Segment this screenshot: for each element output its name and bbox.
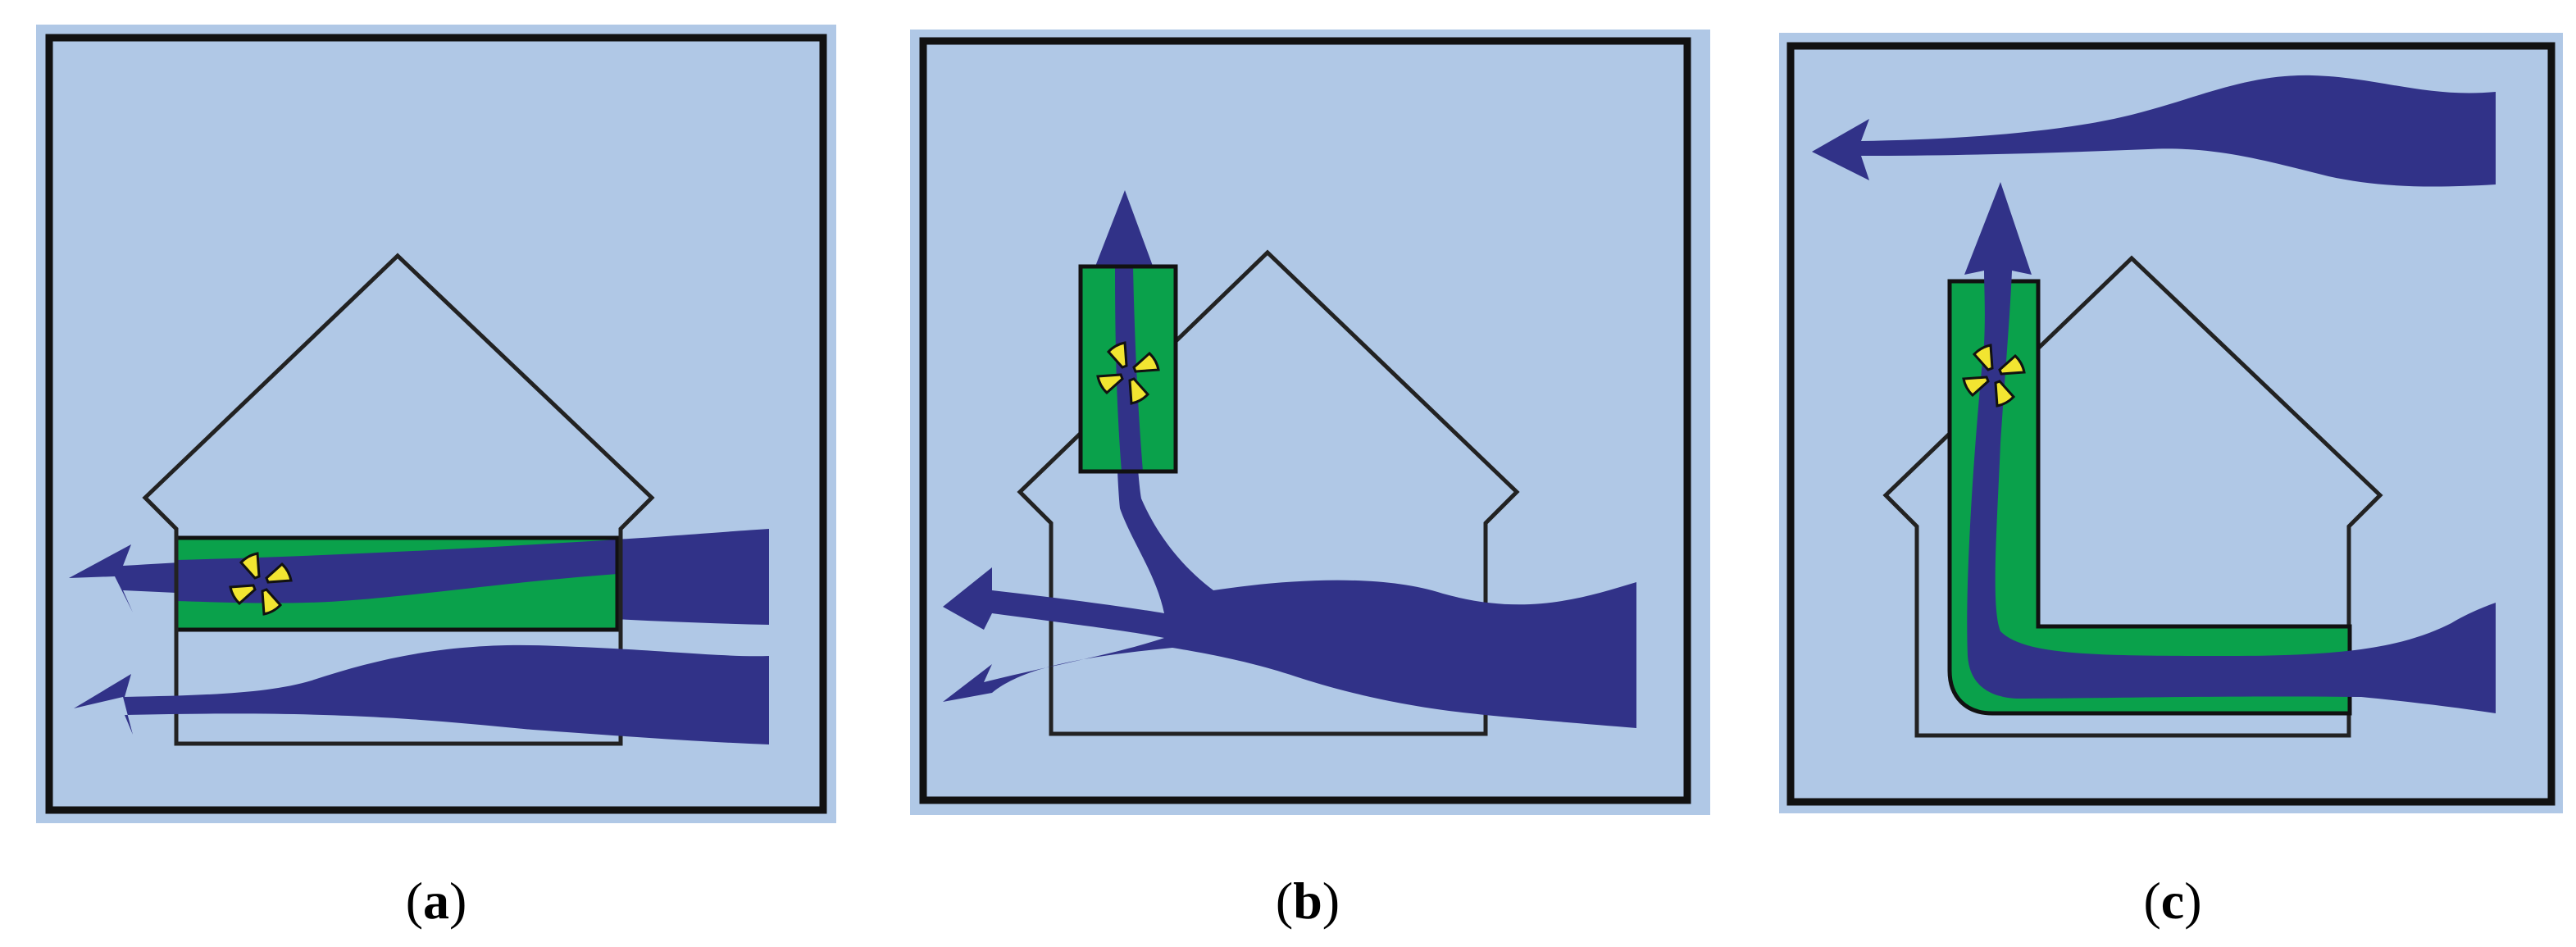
panel-c-label: (c) — [2143, 872, 2201, 930]
panel-b-label: (b) — [1276, 872, 1340, 930]
panel-b: (b) — [910, 30, 1710, 930]
panel-c: (c) — [1779, 33, 2563, 930]
panel-a-flow-upper-over — [176, 540, 617, 603]
panel-b-frame — [919, 37, 1691, 804]
panel-c-flow-lower — [1964, 182, 2496, 713]
panel-a: (a) — [36, 25, 836, 930]
panel-c-flow-top — [1812, 75, 2496, 187]
panel-c-frame — [1786, 42, 2556, 806]
panel-a-label: (a) — [406, 872, 467, 930]
panel-a-frame — [45, 34, 827, 814]
panel-a-flow-lower — [74, 644, 769, 744]
